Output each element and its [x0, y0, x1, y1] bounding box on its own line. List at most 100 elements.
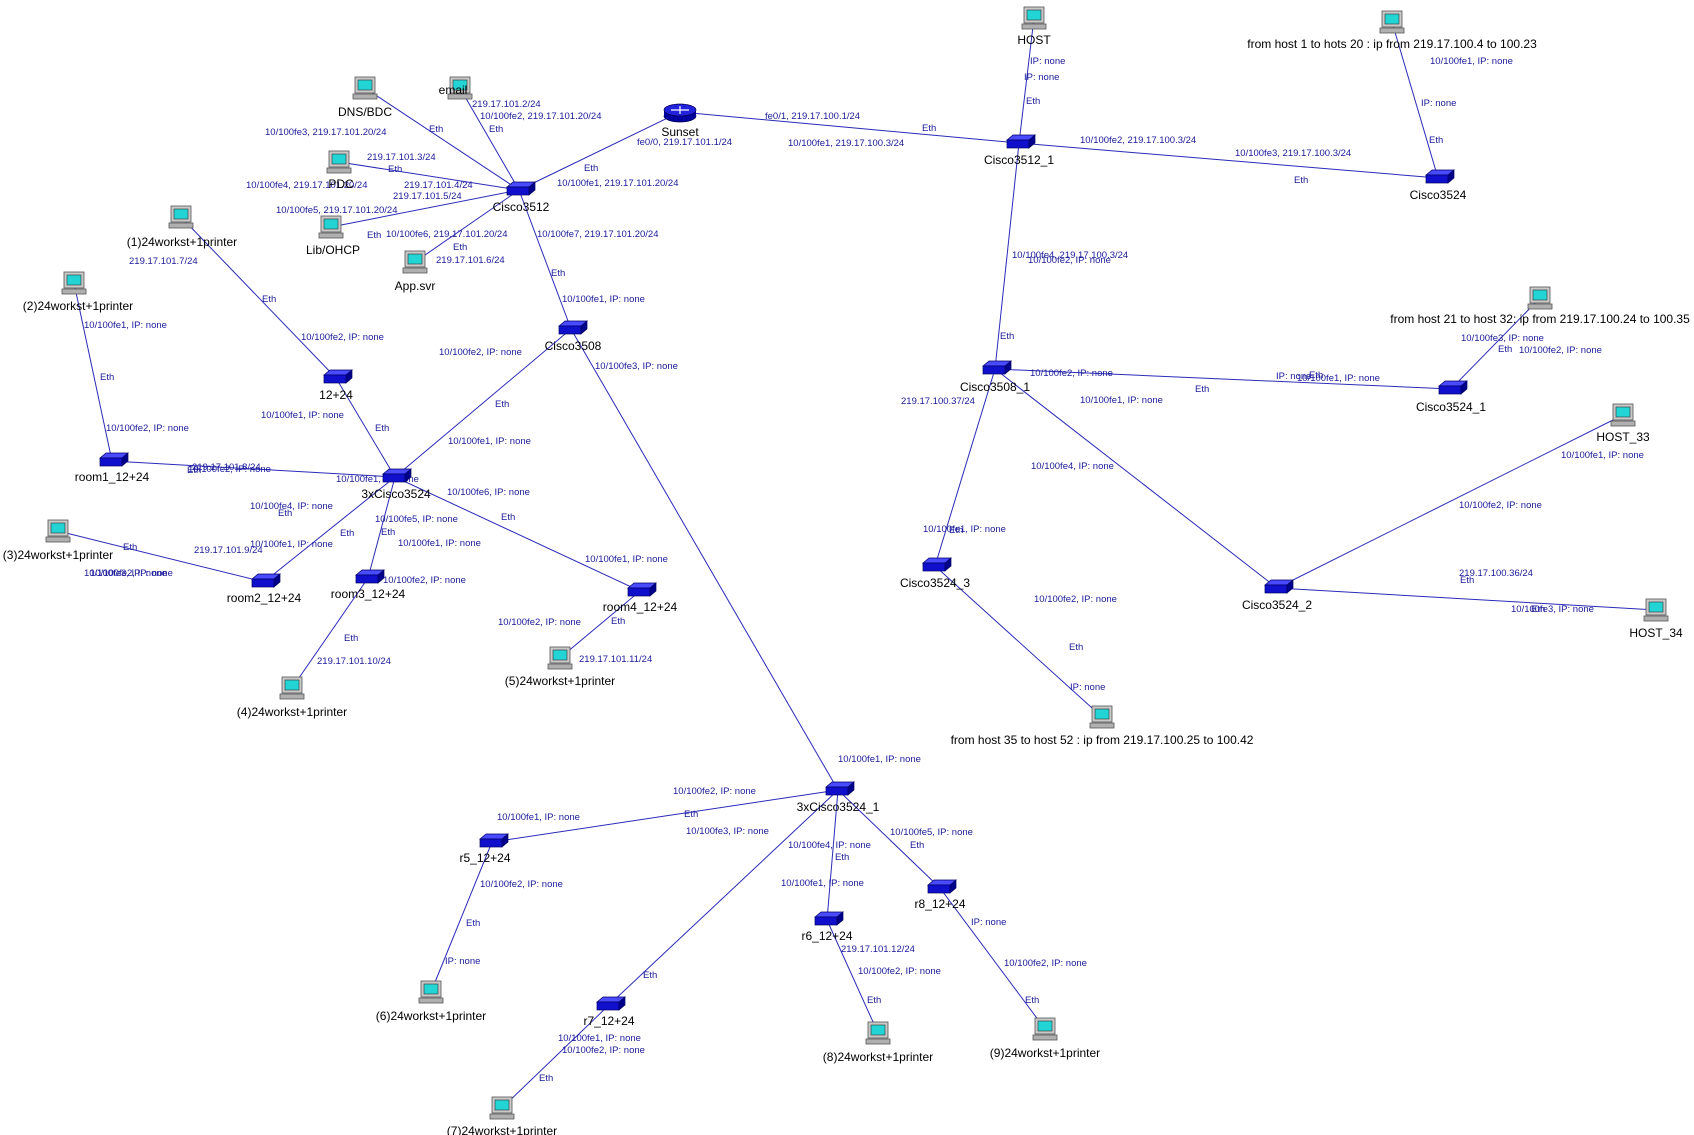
node-cisco3508_1[interactable]: Cisco3508_1	[960, 360, 1030, 394]
node-sw1224[interactable]: 12+24	[319, 369, 353, 402]
switch-icon	[506, 181, 536, 196]
link-ws3-room2	[57, 530, 265, 583]
node-label: Cisco3524_2	[1242, 598, 1312, 612]
node-cisco3524_1[interactable]: Cisco3524_1	[1416, 380, 1486, 414]
node-room1[interactable]: room1_12+24	[75, 452, 150, 484]
switch-icon	[355, 569, 385, 584]
link-label: 10/100fe1, IP: none	[838, 754, 921, 765]
link-ws2-room1	[73, 282, 113, 462]
node-cisco3512[interactable]: Cisco3512	[493, 181, 550, 214]
node-label: PDC	[328, 177, 354, 191]
switch-icon	[251, 573, 281, 588]
node-app[interactable]: App.svr	[395, 250, 436, 293]
node-label: (3)24workst+1printer	[3, 548, 113, 562]
computer-icon	[1610, 403, 1636, 427]
node-lib[interactable]: Lib/OHCP	[306, 215, 360, 257]
switch-icon	[479, 833, 509, 848]
link-label: Eth	[1025, 995, 1039, 1006]
node-ws8[interactable]: (8)24workst+1printer	[823, 1021, 933, 1064]
node-label: (8)24workst+1printer	[823, 1050, 933, 1064]
node-ws3[interactable]: (3)24workst+1printer	[3, 519, 113, 562]
link-label: 10/100fe3, IP: none	[1461, 333, 1544, 344]
switch-icon	[922, 557, 952, 572]
link-label: 10/100fe2, IP: none	[858, 966, 941, 977]
node-ws2[interactable]: (2)24workst+1printer	[23, 271, 133, 313]
link-label: 10/100fe3, IP: none	[686, 826, 769, 837]
node-host33[interactable]: HOST_33	[1596, 403, 1650, 444]
node-cisco3524[interactable]: Cisco3524	[1410, 169, 1467, 202]
link-label: 10/100fe6, 219.17.101.20/24	[386, 229, 508, 240]
link-label: 10/100fe1, IP: none	[84, 320, 167, 331]
link-label: Eth	[100, 372, 114, 383]
node-label: (9)24workst+1printer	[990, 1046, 1100, 1060]
node-label: Cisco3524_3	[900, 576, 970, 590]
link-label: IP: none	[1030, 56, 1065, 67]
node-cisco3512_1[interactable]: Cisco3512_1	[984, 134, 1054, 167]
node-hostgrp2[interactable]: from host 21 to host 32: ip from 219.17.…	[1390, 286, 1690, 326]
node-ws9[interactable]: (9)24workst+1printer	[990, 1017, 1100, 1060]
node-cisco3524_3[interactable]: Cisco3524_3	[900, 557, 970, 590]
node-ws5[interactable]: (5)24workst+1printer	[505, 646, 615, 688]
computer-icon	[418, 980, 444, 1004]
link-label: Eth	[922, 123, 936, 134]
node-ws1[interactable]: (1)24workst+1printer	[127, 205, 237, 249]
switch-icon	[1438, 380, 1468, 395]
node-ws6[interactable]: (6)24workst+1printer	[376, 980, 486, 1023]
node-host34[interactable]: HOST_34	[1629, 598, 1683, 640]
node-label: (1)24workst+1printer	[127, 235, 237, 249]
link-label: Eth	[539, 1073, 553, 1084]
node-email[interactable]: email	[439, 76, 473, 100]
node-r6[interactable]: r6_12+24	[801, 911, 853, 943]
link-label: 10/100fe1, IP: none	[1080, 395, 1163, 406]
node-label: r6_12+24	[801, 929, 852, 943]
link-label: IP: none	[1276, 371, 1311, 382]
node-ws7[interactable]: (7)24workst+1printer	[447, 1096, 557, 1135]
node-x3524_1[interactable]: 3xCisco3524_1	[797, 781, 880, 814]
node-cisco3508[interactable]: Cisco3508	[545, 320, 602, 353]
computer-icon	[61, 271, 87, 295]
link-label: 219.17.101.9/24	[194, 545, 263, 556]
link-label: 219.17.101.11/24	[579, 654, 652, 665]
node-room3[interactable]: room3_12+24	[331, 569, 406, 601]
computer-icon	[1643, 598, 1669, 622]
link-x3524_1-r8	[837, 789, 941, 889]
node-pdc[interactable]: PDC	[326, 150, 354, 191]
computer-icon	[45, 519, 71, 543]
node-hostgrp1[interactable]: from host 1 to hots 20 : ip from 219.17.…	[1247, 10, 1537, 51]
node-label: room3_12+24	[331, 587, 406, 601]
node-room2[interactable]: room2_12+24	[227, 573, 302, 605]
computer-icon	[1021, 6, 1047, 30]
node-hostgrp3[interactable]: from host 35 to host 52 : ip from 219.17…	[951, 705, 1254, 747]
link-label: 10/100fe4, IP: none	[788, 840, 871, 851]
node-label: r7_12+24	[583, 1014, 634, 1028]
link-label: 10/100fe4, 219.17.100.3/24	[1012, 250, 1128, 261]
link-label: Eth	[1460, 575, 1474, 586]
link-label: 10/100fe4, IP: none	[250, 501, 333, 512]
node-x3524[interactable]: 3xCisco3524	[361, 468, 431, 501]
link-x3524_1-r6	[826, 789, 839, 921]
switch-icon	[1425, 169, 1455, 184]
link-label: Eth	[1309, 370, 1323, 381]
node-host[interactable]: HOST	[1017, 6, 1051, 47]
link-label: 10/100fe1, IP: none	[562, 294, 645, 305]
node-r8[interactable]: r8_12+24	[914, 879, 966, 911]
node-cisco3524_2[interactable]: Cisco3524_2	[1242, 579, 1312, 612]
computer-icon	[326, 150, 352, 174]
link-cisco3508_1-cisco3524_3	[934, 368, 996, 567]
node-room4[interactable]: room4_12+24	[603, 582, 678, 614]
node-label: Cisco3524	[1410, 188, 1467, 202]
link-label: 10/100fe2, IP: none	[301, 332, 384, 343]
switch-icon	[982, 360, 1012, 375]
link-label: 10/100fe2, IP: none	[1519, 345, 1602, 356]
node-dns[interactable]: DNS/BDC	[338, 76, 392, 119]
node-label: Cisco3508_1	[960, 380, 1030, 394]
node-r5[interactable]: r5_12+24	[459, 833, 511, 865]
node-ws4[interactable]: (4)24workst+1printer	[237, 676, 347, 719]
node-r7[interactable]: r7_12+24	[583, 996, 635, 1028]
node-label: 12+24	[319, 388, 353, 402]
computer-icon	[352, 76, 378, 100]
switch-icon	[1006, 134, 1036, 149]
node-sunset[interactable]: Sunset	[661, 103, 699, 139]
link-pdc-cisco3512	[338, 161, 520, 191]
link-cisco3508-x3524	[394, 328, 572, 478]
